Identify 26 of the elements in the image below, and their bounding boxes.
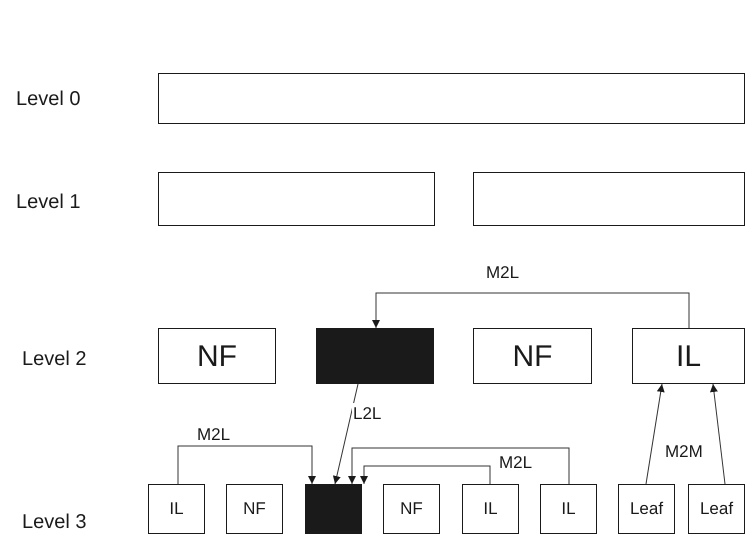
node-box (158, 172, 435, 226)
filled-box (316, 328, 434, 384)
node-box: NF (158, 328, 276, 384)
node-box: NF (383, 484, 440, 534)
node-box (158, 73, 745, 124)
node-box: IL (462, 484, 519, 534)
arrow (372, 292, 690, 328)
arrow (348, 448, 570, 484)
arrow (710, 384, 726, 484)
node-box: NF (473, 328, 592, 384)
node-box: Leaf (618, 484, 675, 534)
arrow (178, 446, 316, 484)
level-label: Level 1 (16, 190, 80, 215)
node-box: IL (632, 328, 745, 384)
level-label: Level 3 (22, 510, 86, 535)
arrow (646, 384, 665, 484)
arrow (332, 384, 358, 484)
level-label: Level 0 (16, 87, 80, 112)
filled-box (305, 484, 362, 534)
level-label: Level 2 (22, 347, 86, 372)
node-box: NF (226, 484, 283, 534)
node-box: IL (540, 484, 597, 534)
arrow (360, 466, 490, 484)
node-box: IL (148, 484, 205, 534)
node-box: Leaf (688, 484, 745, 534)
node-box (473, 172, 745, 226)
